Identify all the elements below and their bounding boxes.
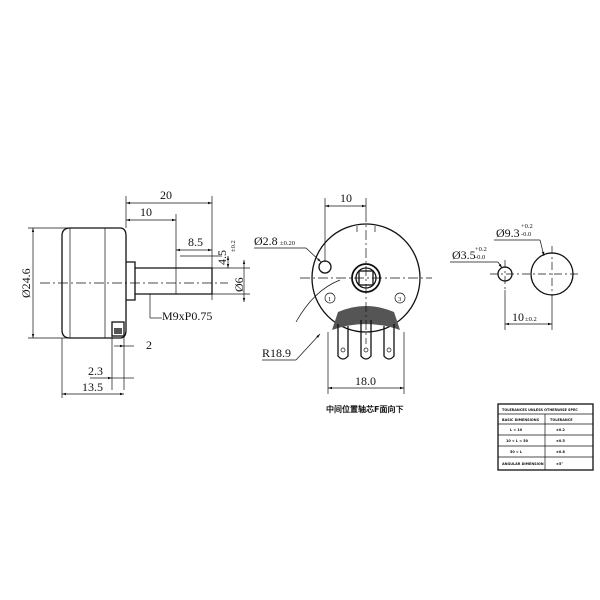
terminal-1 (337, 324, 349, 360)
dim-total-length: 20 (160, 188, 172, 202)
table-title: TOLERANCES UNLESS OTHERWISE SPEC (502, 408, 578, 412)
table-row-left: ANGULAR DIMENSION (502, 462, 544, 466)
terminal-1-label: 1 (328, 296, 331, 303)
front-view: 1 3 R18.9 10 Ø2.8 ±0.20 18.0 (254, 191, 432, 414)
table-row-left: L < 10 (510, 428, 523, 432)
locating-hole (318, 260, 332, 274)
bushing (126, 261, 136, 301)
dim-spacing-tol: ±0.2 (525, 316, 537, 323)
mounting-lug (111, 321, 125, 337)
tolerance-table: TOLERANCES UNLESS OTHERWISE SPEC BASIC D… (497, 403, 594, 471)
panel-cutout: Ø3.5 +0.2 -0.0 Ø9.3 +0.2 -0.0 10 ±0.2 (450, 223, 580, 330)
dim-body-depth: 13.5 (82, 380, 103, 394)
dim-small-tol-lower: -0.0 (475, 254, 485, 261)
dim-big-hole: Ø9.3 (496, 226, 520, 240)
body-outline (61, 227, 127, 339)
dim-shaft-dia: Ø6 (232, 277, 246, 292)
dim-terminal-span: 18.0 (355, 374, 376, 388)
dim-flat-depth: 4.5 (215, 250, 229, 265)
thread-spec: M9xP0.75 (162, 309, 212, 323)
terminal-2 (360, 320, 372, 360)
dim-hole-spacing: 10 (340, 191, 352, 205)
table-row-right: ±5° (556, 462, 563, 466)
dim-small-hole: Ø3.5 (452, 248, 476, 262)
terminal-3 (383, 324, 395, 360)
terminal-3-label: 3 (398, 296, 401, 303)
dim-lug-offset: 2 (146, 338, 152, 352)
shaft (135, 267, 213, 295)
orientation-note: 中间位置轴芯F面向下 (326, 404, 403, 414)
dim-big-tol-lower: -0.0 (521, 231, 531, 238)
table-row-right: ±0.8 (556, 450, 565, 454)
resistive-track (332, 306, 400, 330)
table-header-left: BASIC DIMENSIONS (502, 418, 540, 422)
dim-flat-tol: ±0.2 (230, 240, 237, 252)
dim-spacing: 10 (512, 310, 524, 324)
dim-radius: R18.9 (262, 346, 291, 360)
side-view: 20 10 8.5 4.5 ±0.2 Ø6 Ø24.6 M9xP0.75 2 (19, 188, 250, 398)
dim-hole-dia: Ø2.8 (254, 234, 278, 248)
dim-big-tol-upper: +0.2 (521, 223, 533, 230)
dim-body-dia: Ø24.6 (19, 268, 33, 298)
table-row-left: 10 < L < 50 (506, 439, 529, 443)
table-row-left: 50 < L (510, 450, 523, 454)
dim-body-thickness: 2.3 (88, 364, 103, 378)
dim-hole-tol: ±0.20 (280, 240, 295, 247)
dim-small-tol-upper: +0.2 (475, 246, 487, 253)
dim-thread-length: 8.5 (188, 235, 203, 249)
housing-circle (311, 223, 421, 333)
dim-shaft-length: 10 (140, 205, 152, 219)
table-row-right: ±0.2 (556, 428, 565, 432)
table-row-right: ±0.5 (556, 439, 565, 443)
table-header-right: TOLERANCE (550, 418, 573, 422)
